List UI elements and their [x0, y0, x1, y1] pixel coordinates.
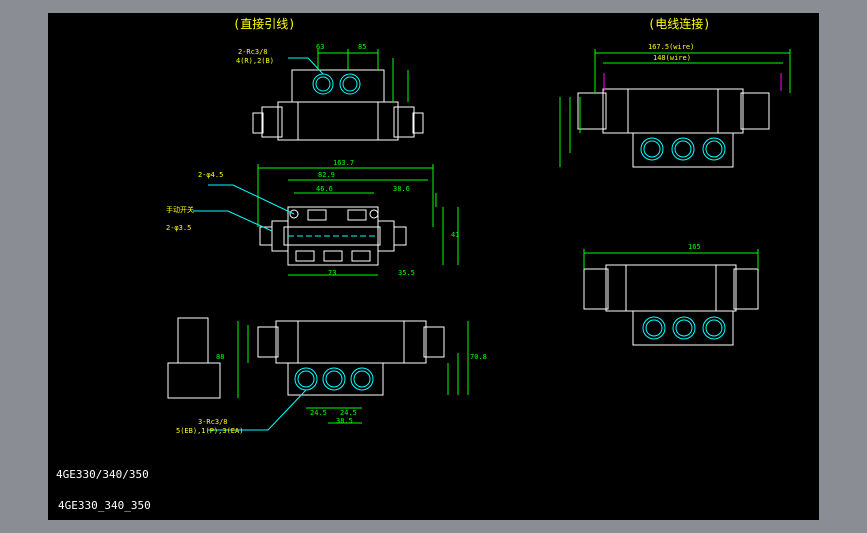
dim-bottom-span: 73 [328, 269, 337, 277]
dim-pitch-right: 38.6 [393, 185, 410, 193]
note-port-bottom: 3-Rc3/8 [198, 418, 228, 426]
model-series-label: 4GE330/340/350 [56, 468, 149, 481]
view-plan-direct [259, 206, 407, 266]
dimension-lines [237, 49, 791, 424]
view-front-wire-2 [583, 264, 759, 346]
note-manual: 手动开关 [166, 206, 194, 214]
note-port-bottom2: 5(EB),1(P),3(EA) [176, 427, 244, 435]
dim-overall-width: 163.7 [333, 159, 355, 167]
dim-port-d3: 38.5 [336, 417, 353, 425]
view-front-direct [167, 317, 445, 399]
cad-viewport[interactable]: (直接引线) (电线连接) 63 85 2-Rc3/8 4(R),2(B) 16… [48, 13, 819, 520]
view-front-wire [577, 88, 770, 168]
title-wire: (电线连接) [648, 17, 711, 31]
dim-bottom-right: 35.5 [398, 269, 415, 277]
note-mount2: 2-φ3.5 [166, 224, 192, 232]
leader-lines [193, 57, 324, 431]
dim-port-d2: 24.5 [340, 409, 357, 417]
dim-top-p2: 85 [358, 43, 367, 51]
dim-elev-h2: 70.8 [470, 353, 487, 361]
dim-port-d1: 24.5 [310, 409, 327, 417]
dim-inner: 82.9 [318, 171, 335, 179]
dim-pitch-left: 46.6 [316, 185, 333, 193]
dim-right2-w: 165 [688, 243, 701, 251]
file-name-label: 4GE330_340_350 [58, 499, 151, 512]
title-direct: (直接引线) [233, 17, 296, 31]
dim-right-w1: 167.5(wire) [648, 43, 695, 51]
dim-right-w2: 148(wire) [653, 54, 691, 62]
wire-accents [603, 73, 782, 91]
note-port-top2: 4(R),2(B) [236, 57, 274, 65]
dim-side-h: 41 [451, 231, 460, 239]
note-port-top: 2-Rc3/8 [238, 48, 268, 56]
drawing-canvas [167, 49, 791, 431]
view-top-direct [252, 69, 424, 141]
dim-elev-h1: 88 [216, 353, 225, 361]
dim-top-p1: 63 [316, 43, 325, 51]
note-mount: 2-φ4.5 [198, 171, 224, 179]
